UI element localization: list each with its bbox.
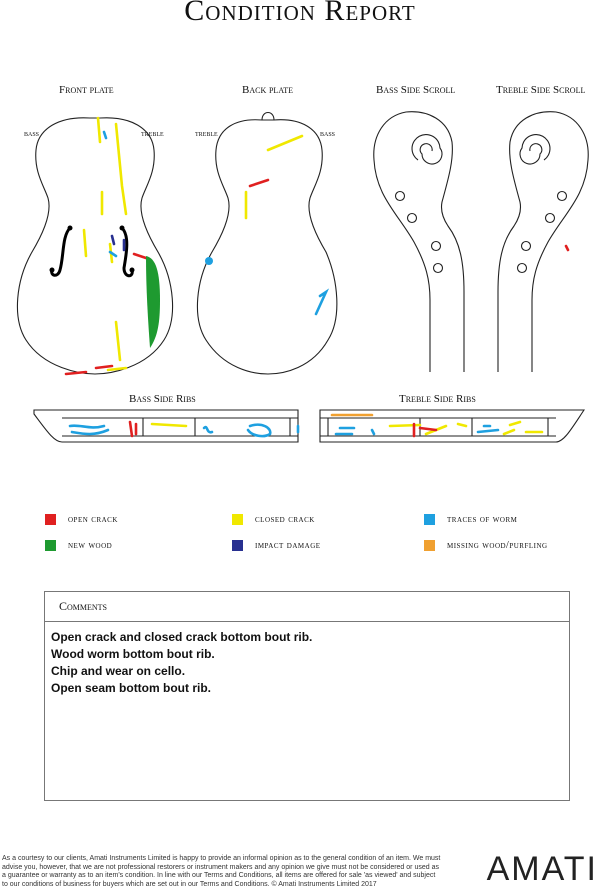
f-hole-left xyxy=(50,226,72,277)
comment-line: Wood worm bottom bout rib. xyxy=(51,647,215,661)
front-plate-outline xyxy=(16,117,174,375)
amati-logo: AMATI xyxy=(486,850,598,888)
comments-box: Comments Open crack and closed crack bot… xyxy=(44,591,570,801)
legend-swatch xyxy=(232,540,243,551)
new-wood-patch xyxy=(146,256,160,348)
back-plate-label: Back plate xyxy=(242,84,293,96)
legend-swatch xyxy=(232,514,243,525)
treble-side-ribs-label: Treble Side Ribs xyxy=(399,393,476,405)
open-crack-marks xyxy=(64,178,570,438)
page-title: Condition Report xyxy=(184,0,416,27)
front-bass-label: bass xyxy=(24,129,40,138)
back-plate-outline xyxy=(196,119,338,375)
comment-line: Open crack and closed crack bottom bout … xyxy=(51,630,313,644)
legend-closed-crack: closed crack xyxy=(232,514,315,525)
instrument-diagram xyxy=(16,111,589,443)
legend-swatch xyxy=(424,514,435,525)
treble-scroll-outline xyxy=(497,111,589,372)
back-bass-label: bass xyxy=(320,129,336,138)
front-plate-label: Front plate xyxy=(59,84,114,96)
legend-traces-of-worm: traces of worm xyxy=(424,514,517,525)
front-treble-label: treble xyxy=(141,129,164,138)
f-hole-right xyxy=(120,226,134,278)
bass-side-scroll-label: Bass Side Scroll xyxy=(376,84,456,96)
back-treble-label: treble xyxy=(195,129,218,138)
comment-line: Open seam bottom bout rib. xyxy=(51,681,212,695)
comments-body: Open crack and closed crack bottom bout … xyxy=(45,622,569,697)
legend-new-wood: new wood xyxy=(45,540,112,551)
back-button xyxy=(261,111,275,121)
legend-open-crack: open crack xyxy=(45,514,118,525)
treble-ribs-outline xyxy=(319,409,586,443)
bass-side-ribs-label: Bass Side Ribs xyxy=(129,393,196,405)
legend-swatch xyxy=(45,540,56,551)
impact-damage-marks xyxy=(110,234,126,252)
disclaimer-text: As a courtesy to our clients, Amati Inst… xyxy=(2,855,441,888)
bass-scroll-outline xyxy=(373,111,465,372)
comments-heading: Comments xyxy=(45,592,569,622)
legend-missing-wood: missing wood/purfling xyxy=(424,540,548,551)
legend-swatch xyxy=(45,514,56,525)
bass-ribs-outline xyxy=(33,409,299,443)
comment-line: Chip and wear on cello. xyxy=(51,664,186,678)
treble-side-scroll-label: Treble Side Scroll xyxy=(496,84,586,96)
legend-impact-damage: impact damage xyxy=(232,540,321,551)
worm-trace-marks xyxy=(68,130,500,438)
legend-swatch xyxy=(424,540,435,551)
